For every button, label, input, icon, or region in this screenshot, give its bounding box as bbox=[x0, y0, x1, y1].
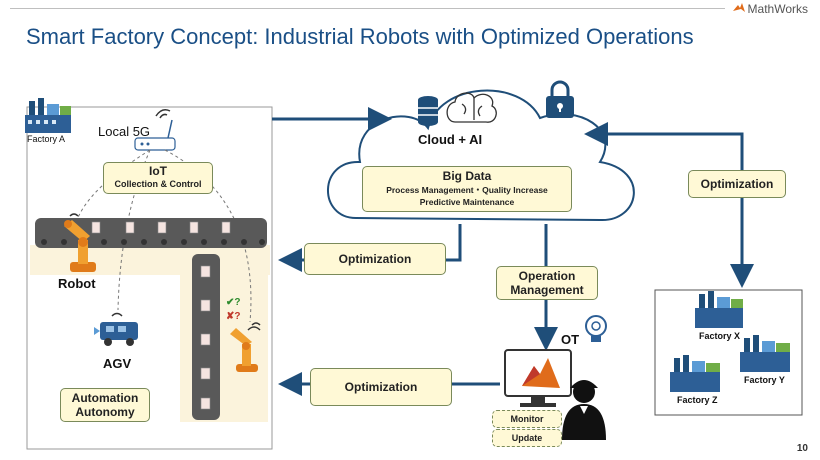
brand-name: MathWorks bbox=[747, 2, 808, 16]
engineer-icon bbox=[562, 380, 606, 440]
page-title: Smart Factory Concept: Industrial Robots… bbox=[26, 24, 694, 49]
robot-arm-icon bbox=[64, 213, 96, 272]
factory-z-label: Factory Z bbox=[677, 395, 718, 405]
optimization-right-box: Optimization bbox=[688, 170, 786, 198]
operation-line1: Operation bbox=[518, 269, 576, 283]
factory-x-label: Factory X bbox=[699, 331, 741, 341]
cloud-label: Cloud + AI bbox=[418, 132, 483, 147]
mathworks-logo-icon bbox=[732, 3, 745, 12]
inspection-robot-icon bbox=[230, 322, 261, 372]
automation-line2: Autonomy bbox=[75, 405, 135, 419]
operation-box: Operation Management bbox=[496, 266, 598, 300]
router-icon bbox=[134, 109, 176, 151]
header-rule bbox=[10, 8, 725, 9]
lightbulb-gear-icon bbox=[585, 315, 607, 342]
optimization-top-box: Optimization bbox=[304, 243, 446, 275]
automation-box: Automation Autonomy bbox=[60, 388, 150, 422]
operation-line2: Management bbox=[510, 283, 584, 297]
lock-icon bbox=[546, 80, 574, 118]
big-data-line1: Process Management・Quality Increase bbox=[386, 185, 548, 195]
database-icon bbox=[418, 96, 438, 126]
update-label: Update bbox=[492, 429, 562, 447]
monitor-label: Monitor bbox=[492, 410, 562, 428]
big-data-box: Big Data Process Management・Quality Incr… bbox=[362, 166, 572, 212]
optimization-bottom-box: Optimization bbox=[310, 368, 452, 406]
big-data-title: Big Data bbox=[442, 169, 492, 183]
factory-x-icon bbox=[695, 291, 743, 328]
factory-a-label: Factory A bbox=[27, 134, 66, 144]
cross-mark: ✘? bbox=[226, 311, 241, 322]
ai-brain-icon bbox=[446, 92, 497, 123]
automation-line1: Automation bbox=[71, 391, 139, 405]
big-data-line2: Predictive Maintenance bbox=[419, 197, 515, 207]
iot-box: IoT Collection & Control bbox=[103, 162, 213, 194]
wifi-icon bbox=[247, 326, 261, 331]
page-number: 10 bbox=[796, 443, 808, 454]
factory-y-icon bbox=[740, 335, 790, 372]
ot-label: OT bbox=[561, 332, 580, 347]
check-mark: ✔? bbox=[226, 297, 241, 308]
brand: MathWorks bbox=[732, 2, 808, 16]
factory-z-icon bbox=[670, 355, 720, 392]
link-robot bbox=[73, 149, 151, 241]
iot-subtitle: Collection & Control bbox=[114, 179, 202, 189]
monitor-icon bbox=[504, 349, 572, 407]
agv-label: AGV bbox=[103, 356, 132, 371]
conveyor-vertical bbox=[192, 254, 220, 420]
factory-y-label: Factory Y bbox=[744, 375, 785, 385]
iot-title: IoT bbox=[149, 164, 167, 178]
agv-icon bbox=[94, 312, 138, 346]
factory-a-icon bbox=[25, 98, 71, 133]
robot-label: Robot bbox=[58, 276, 96, 291]
local-5g-label: Local 5G bbox=[98, 124, 151, 139]
